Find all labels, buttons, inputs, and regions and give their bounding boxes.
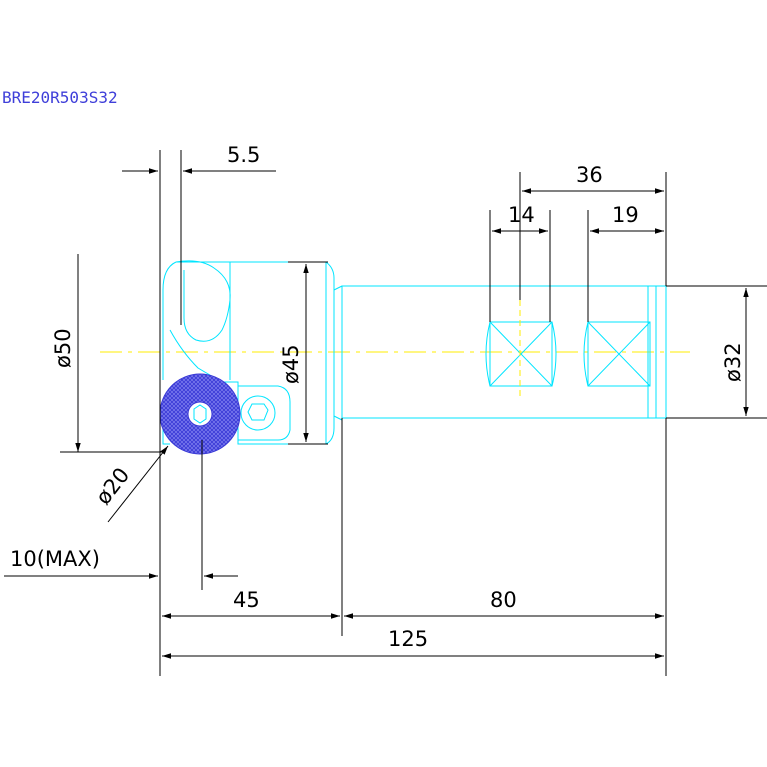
clamp-screw bbox=[240, 395, 276, 431]
dim-neck-span: 36 bbox=[576, 163, 603, 187]
chip-pocket bbox=[175, 260, 231, 342]
dim-overall-length: 125 bbox=[388, 627, 428, 651]
dim-insert-diameter: ø20 bbox=[91, 463, 134, 509]
dim-max-depth: 10(MAX) bbox=[10, 547, 100, 571]
tool-body-outline bbox=[100, 260, 690, 455]
dim-flat-a: 14 bbox=[508, 203, 535, 227]
dim-shank-length: 80 bbox=[490, 588, 517, 612]
dim-body-diameter: ø45 bbox=[279, 344, 303, 384]
dim-head-diameter: ø50 bbox=[51, 328, 75, 368]
round-insert bbox=[159, 373, 241, 455]
dimensions: 5.5 36 14 19 ø50 ø45 ø32 ø20 bbox=[4, 143, 767, 676]
flat-marker-1 bbox=[485, 300, 557, 396]
dim-flat-b: 19 bbox=[612, 203, 639, 227]
dim-head-length: 45 bbox=[233, 588, 260, 612]
dim-shank-diameter: ø32 bbox=[721, 342, 745, 382]
chip-pocket-inner bbox=[169, 329, 216, 379]
dim-chip-offset: 5.5 bbox=[227, 143, 260, 167]
head-step bbox=[325, 261, 343, 445]
flat-marker-2 bbox=[583, 321, 651, 387]
screw-pocket bbox=[238, 385, 291, 441]
product-code: BRE20R503S32 bbox=[2, 88, 118, 107]
